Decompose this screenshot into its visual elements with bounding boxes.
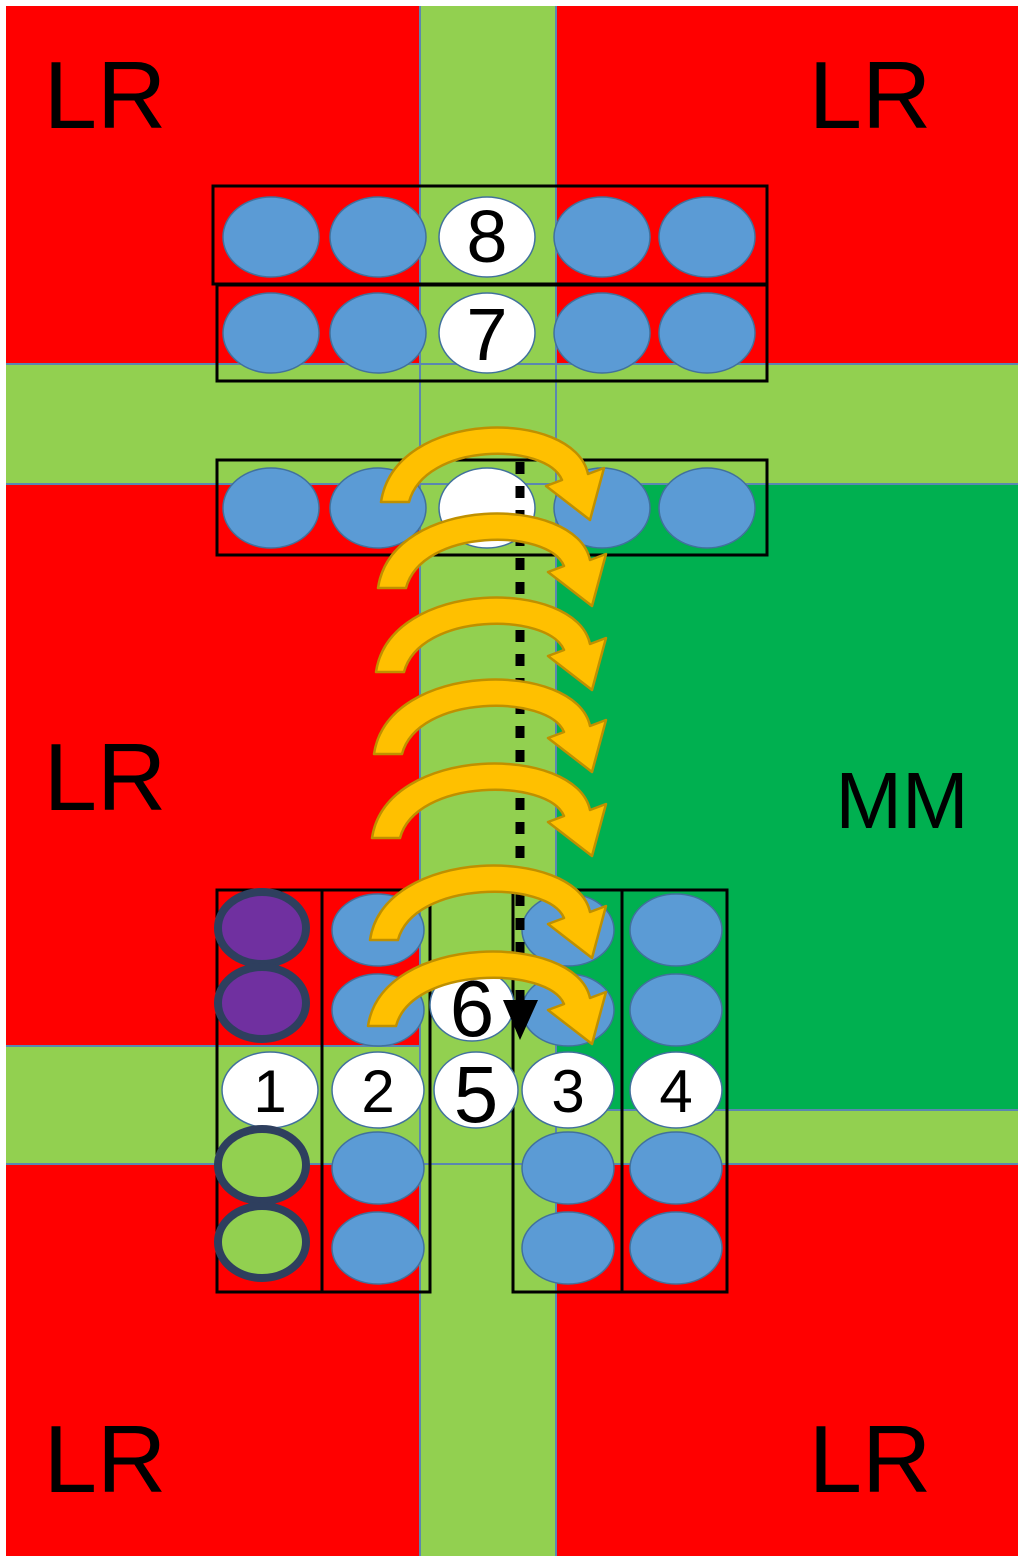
numbered-circle-5 (433, 1051, 519, 1129)
plant-circle (629, 973, 723, 1047)
plant-circle (331, 1211, 425, 1285)
numbered-circle-3 (521, 1051, 615, 1129)
curved-arrow-icon-group (366, 426, 608, 1046)
number-8: 8 (466, 195, 507, 278)
lr-label-top-left: LR (44, 42, 167, 149)
column-box-4 (620, 888, 729, 1294)
column-box-2 (320, 888, 432, 1294)
dotted-path-arrow-icon (503, 462, 538, 1040)
curved-arrow-icon (372, 678, 608, 774)
curved-arrow-icon (374, 596, 608, 692)
number-5: 5 (454, 1050, 499, 1139)
row-group-top: 8 7 (211, 184, 769, 383)
lr-label-bottom-right: LR (809, 1406, 932, 1513)
plant-circle (629, 893, 723, 967)
dotted-path-head (503, 1000, 538, 1040)
plant-circle (658, 467, 756, 549)
number-3: 3 (551, 1058, 584, 1125)
number-1: 1 (253, 1058, 286, 1125)
lr-label-bottom-left: LR (44, 1406, 167, 1513)
numbered-circle-4 (629, 1051, 723, 1129)
plant-circle (553, 196, 651, 278)
plant-circle (553, 292, 651, 374)
purple-ring-circle (214, 963, 310, 1043)
numbered-circle-2 (331, 1051, 425, 1129)
green-ring-circle (214, 1202, 310, 1282)
plant-circle (222, 467, 320, 549)
row-group-middle (215, 458, 769, 557)
plant-circle (658, 292, 756, 374)
curved-arrow-icon (379, 426, 606, 522)
curved-arrow-icon (366, 950, 608, 1046)
lr-label-top-right: LR (809, 42, 932, 149)
number-4: 4 (659, 1058, 692, 1125)
numbered-circle-8 (438, 196, 536, 278)
number-7: 7 (466, 293, 507, 376)
plant-circle (329, 196, 427, 278)
number-2: 2 (361, 1058, 394, 1125)
green-ring-circle (214, 1125, 310, 1205)
plant-circle (521, 1131, 615, 1205)
plant-circle (331, 1131, 425, 1205)
numbered-circle-7 (438, 292, 536, 374)
lr-label-mid-left: LR (44, 724, 167, 831)
purple-ring-circle (214, 888, 310, 968)
curved-arrow-icon (368, 864, 608, 960)
plant-circle (521, 1211, 615, 1285)
row-box-middle (215, 458, 769, 557)
plant-circle (329, 292, 427, 374)
lr-zone-bottom-right (556, 1164, 1018, 1556)
plant-circle (658, 196, 756, 278)
curved-arrow-icon (376, 512, 608, 608)
zone-labels: LR LR LR MM LR LR (44, 42, 969, 1513)
row-box-7 (215, 283, 769, 383)
plant-circle (629, 1211, 723, 1285)
curved-arrow-icon (370, 762, 608, 858)
mm-label: MM (835, 756, 968, 845)
plant-circle (222, 292, 320, 374)
plant-circle (222, 196, 320, 278)
plant-circle (629, 1131, 723, 1205)
